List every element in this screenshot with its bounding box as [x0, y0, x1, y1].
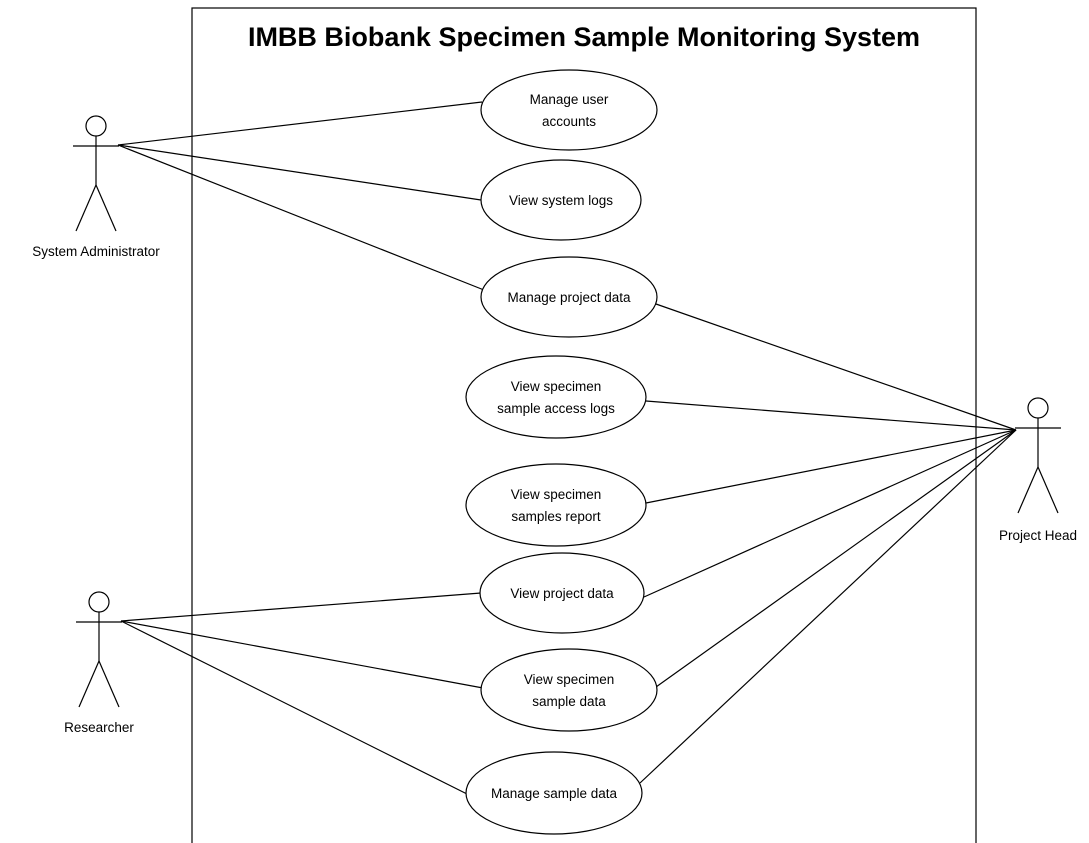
- stick-figure-icon: [1015, 397, 1061, 514]
- use-case-label: View specimen: [511, 487, 602, 502]
- use-case-uc7: View specimen sample data: [480, 648, 658, 732]
- use-case-label: View specimen: [511, 379, 602, 394]
- use-case-uc4: View specimen sample access logs: [465, 355, 647, 439]
- use-case-uc3: Manage project data: [480, 256, 658, 338]
- use-case-uc8: Manage sample data: [465, 751, 643, 835]
- use-case-uc2: View system logs: [480, 159, 642, 241]
- association-sysadmin-uc1: [117, 101, 483, 146]
- association-projecthead-uc7: [655, 429, 1017, 688]
- association-projecthead-uc8: [639, 429, 1017, 784]
- use-case-ellipse: [465, 355, 647, 439]
- association-researcher-uc7: [120, 620, 484, 689]
- use-case-ellipse: [465, 463, 647, 547]
- use-case-label: sample data: [532, 694, 606, 709]
- use-case-ellipse: [479, 552, 645, 634]
- use-case-label: Manage sample data: [491, 786, 618, 801]
- use-case-label: View system logs: [509, 193, 613, 208]
- association-researcher-uc6: [120, 592, 482, 622]
- association-sysadmin-uc3: [117, 144, 485, 291]
- actor-sysadmin: System Administrator: [32, 115, 160, 259]
- association-sysadmin-uc2: [117, 144, 482, 201]
- use-case-ellipse: [480, 69, 658, 151]
- use-case-label: View specimen: [524, 672, 615, 687]
- actor-label: Project Head: [999, 528, 1077, 543]
- actor-label: System Administrator: [32, 244, 160, 259]
- stick-figure-icon: [73, 115, 119, 232]
- stick-figure-icon: [76, 591, 122, 708]
- association-projecthead-uc3: [655, 303, 1017, 431]
- use-case-ellipse: [465, 751, 643, 835]
- system-title: IMBB Biobank Specimen Sample Monitoring …: [248, 22, 920, 52]
- system-boundary: [191, 7, 977, 843]
- use-case-uc6: View project data: [479, 552, 645, 634]
- use-case-label: sample access logs: [497, 401, 615, 416]
- use-case-uc1: Manage user accounts: [480, 69, 658, 151]
- association-projecthead-uc4: [645, 400, 1017, 431]
- use-case-label: View project data: [510, 586, 614, 601]
- association-researcher-uc8: [120, 620, 474, 798]
- use-case-ellipse: [480, 256, 658, 338]
- use-case-uc5: View specimen samples report: [465, 463, 647, 547]
- use-case-ellipse: [480, 159, 642, 241]
- use-case-label: accounts: [542, 114, 596, 129]
- association-projecthead-uc6: [643, 429, 1017, 598]
- use-case-ellipse: [480, 648, 658, 732]
- use-case-label: samples report: [511, 509, 601, 524]
- actor-researcher: Researcher: [64, 591, 134, 735]
- use-case-label: Manage user: [530, 92, 609, 107]
- actor-label: Researcher: [64, 720, 134, 735]
- association-projecthead-uc5: [645, 429, 1017, 504]
- actor-projecthead: Project Head: [999, 397, 1077, 543]
- associations: [117, 101, 1017, 798]
- use-case-label: Manage project data: [507, 290, 631, 305]
